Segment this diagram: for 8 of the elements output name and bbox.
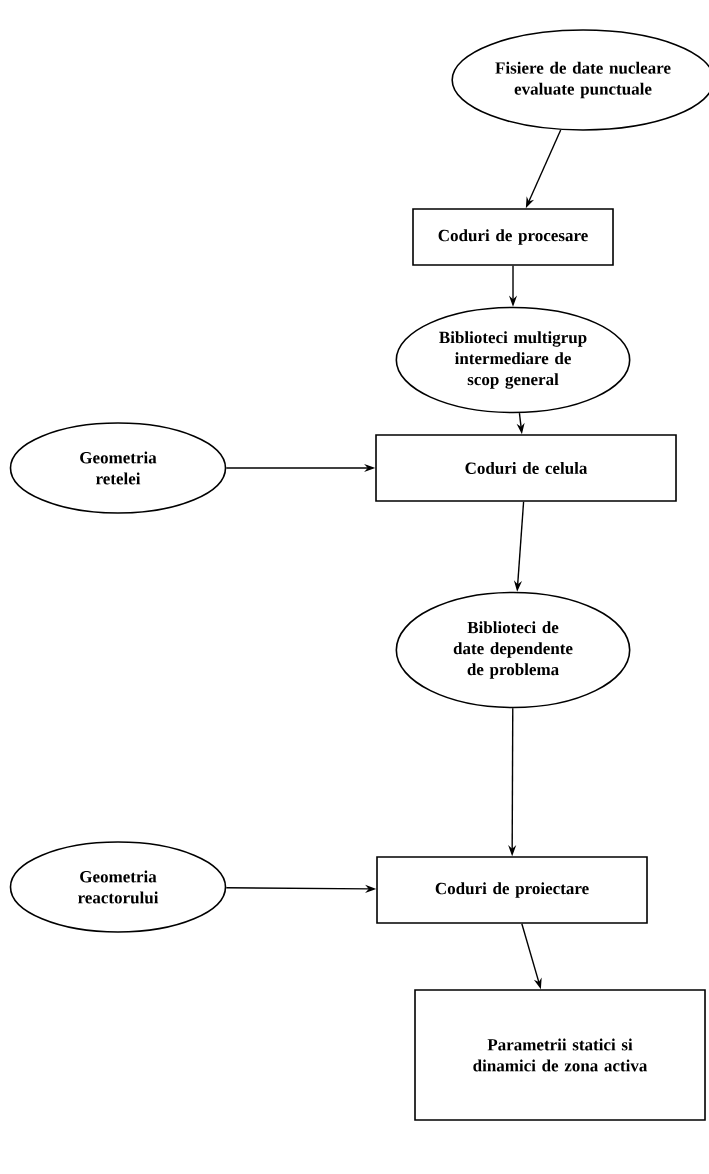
process-box: Parametrii statici si dinamici de zona activa <box>414 989 706 1121</box>
oval-node: Geometria reactorului <box>9 841 227 933</box>
process-box: Coduri de celula <box>375 434 677 502</box>
process-box: Coduri de proiectare <box>376 856 648 924</box>
process-box: Coduri de procesare <box>412 208 614 266</box>
oval-node: Geometria retelei <box>9 422 227 514</box>
oval-node: Biblioteci multigrup intermediare de scop general <box>395 306 631 414</box>
oval-node: Biblioteci de date dependente de problema <box>395 591 631 709</box>
